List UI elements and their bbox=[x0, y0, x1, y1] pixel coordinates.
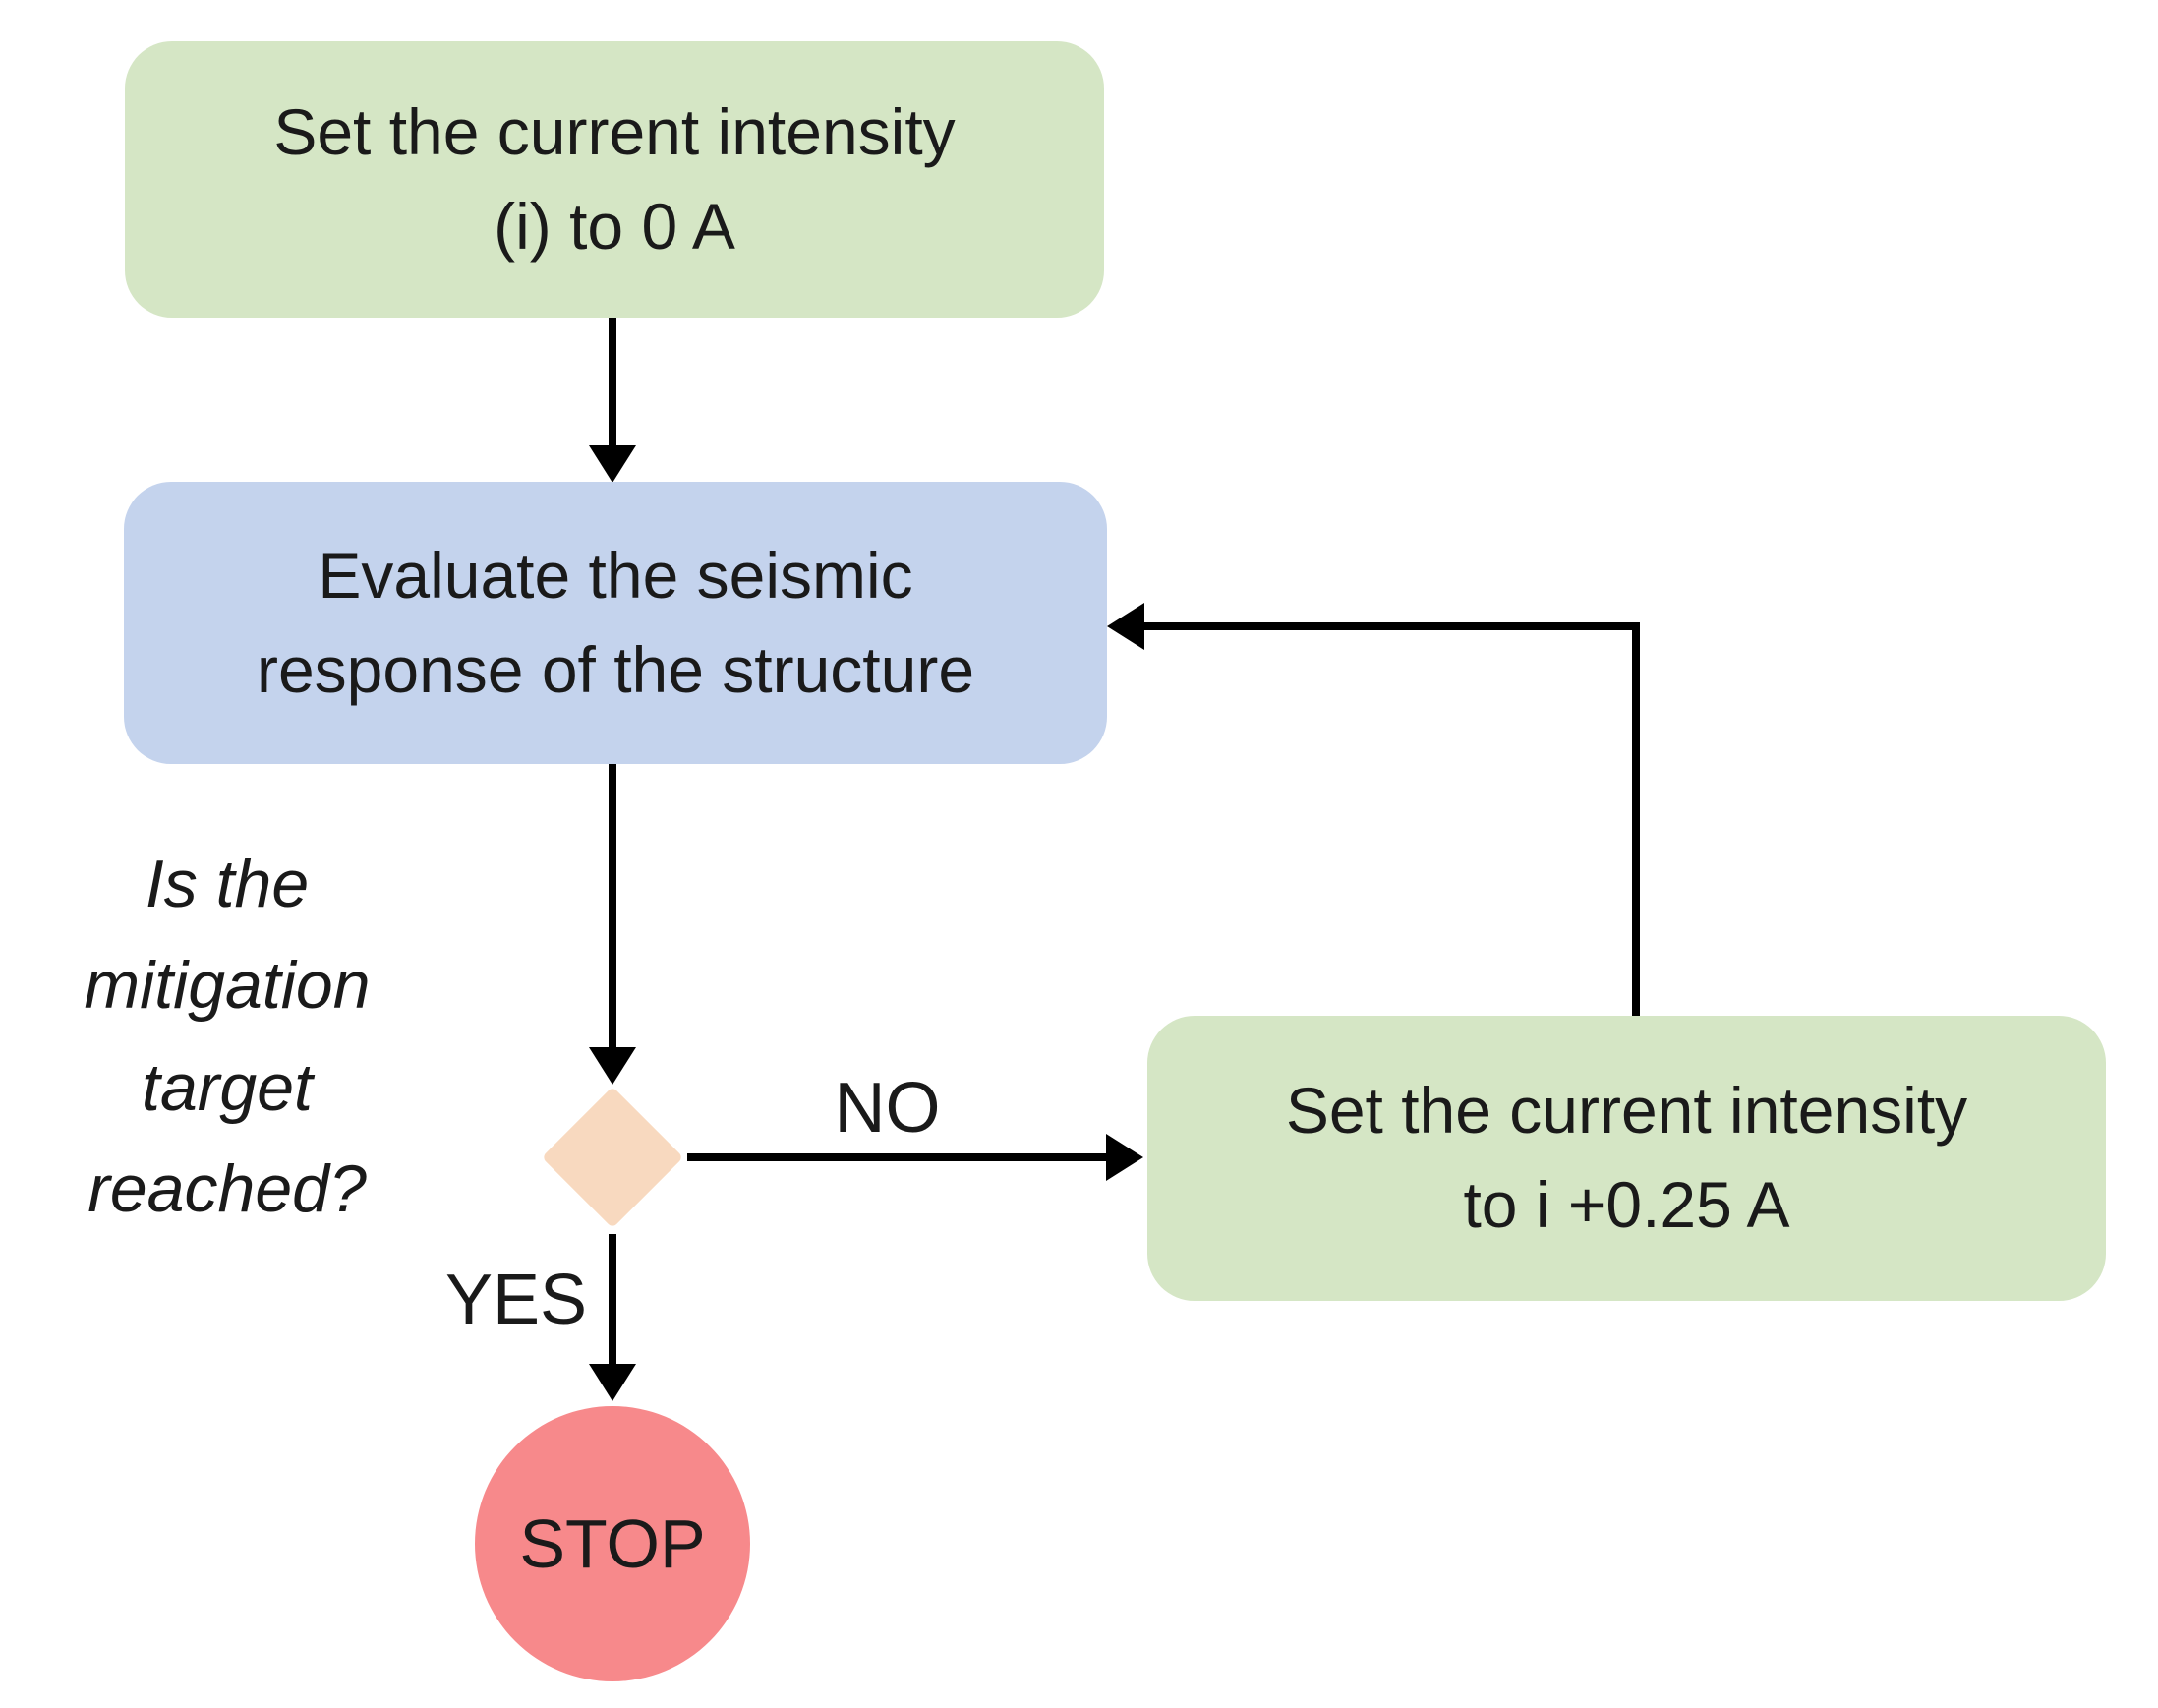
node-stop-label: STOP bbox=[519, 1505, 706, 1582]
edge-evaluate-to-decision-line bbox=[609, 764, 616, 1049]
edge-no-arrowhead-icon bbox=[1106, 1134, 1143, 1181]
edge-evaluate-to-decision-arrowhead-icon bbox=[589, 1047, 636, 1085]
edge-loop-horizontal-line bbox=[1131, 622, 1640, 630]
edge-start-to-evaluate-line bbox=[609, 318, 616, 447]
node-evaluate-line1: Evaluate the seismic bbox=[318, 538, 913, 612]
node-increment-line1: Set the current intensity bbox=[1285, 1074, 1968, 1148]
decision-question-line1: Is the mitigation bbox=[84, 847, 371, 1024]
decision-diamond bbox=[541, 1086, 684, 1229]
decision-question-label: Is the mitigation target reached? bbox=[15, 834, 439, 1240]
edge-loop-arrowhead-icon bbox=[1107, 603, 1144, 650]
node-increment-line2: to i +0.25 A bbox=[1463, 1168, 1790, 1241]
node-evaluate-seismic-response: Evaluate the seismic response of the str… bbox=[124, 482, 1107, 764]
edge-yes-line bbox=[609, 1234, 616, 1366]
node-stop: STOP bbox=[475, 1406, 750, 1681]
edge-no-line bbox=[687, 1153, 1110, 1161]
edge-yes-arrowhead-icon bbox=[589, 1364, 636, 1401]
decision-question-line2: target reached? bbox=[87, 1049, 367, 1227]
edge-label-yes: YES bbox=[444, 1261, 588, 1339]
node-set-current-zero-line1: Set the current intensity bbox=[273, 94, 956, 168]
edge-label-no: NO bbox=[834, 1069, 941, 1148]
edge-loop-vertical-line bbox=[1632, 622, 1640, 1016]
node-set-current-zero: Set the current intensity (i) to 0 A bbox=[125, 41, 1104, 318]
node-evaluate-line2: response of the structure bbox=[256, 632, 975, 706]
node-set-current-increment: Set the current intensity to i +0.25 A bbox=[1147, 1016, 2106, 1301]
node-set-current-zero-line2: (i) to 0 A bbox=[494, 189, 735, 263]
edge-start-to-evaluate-arrowhead-icon bbox=[589, 445, 636, 483]
